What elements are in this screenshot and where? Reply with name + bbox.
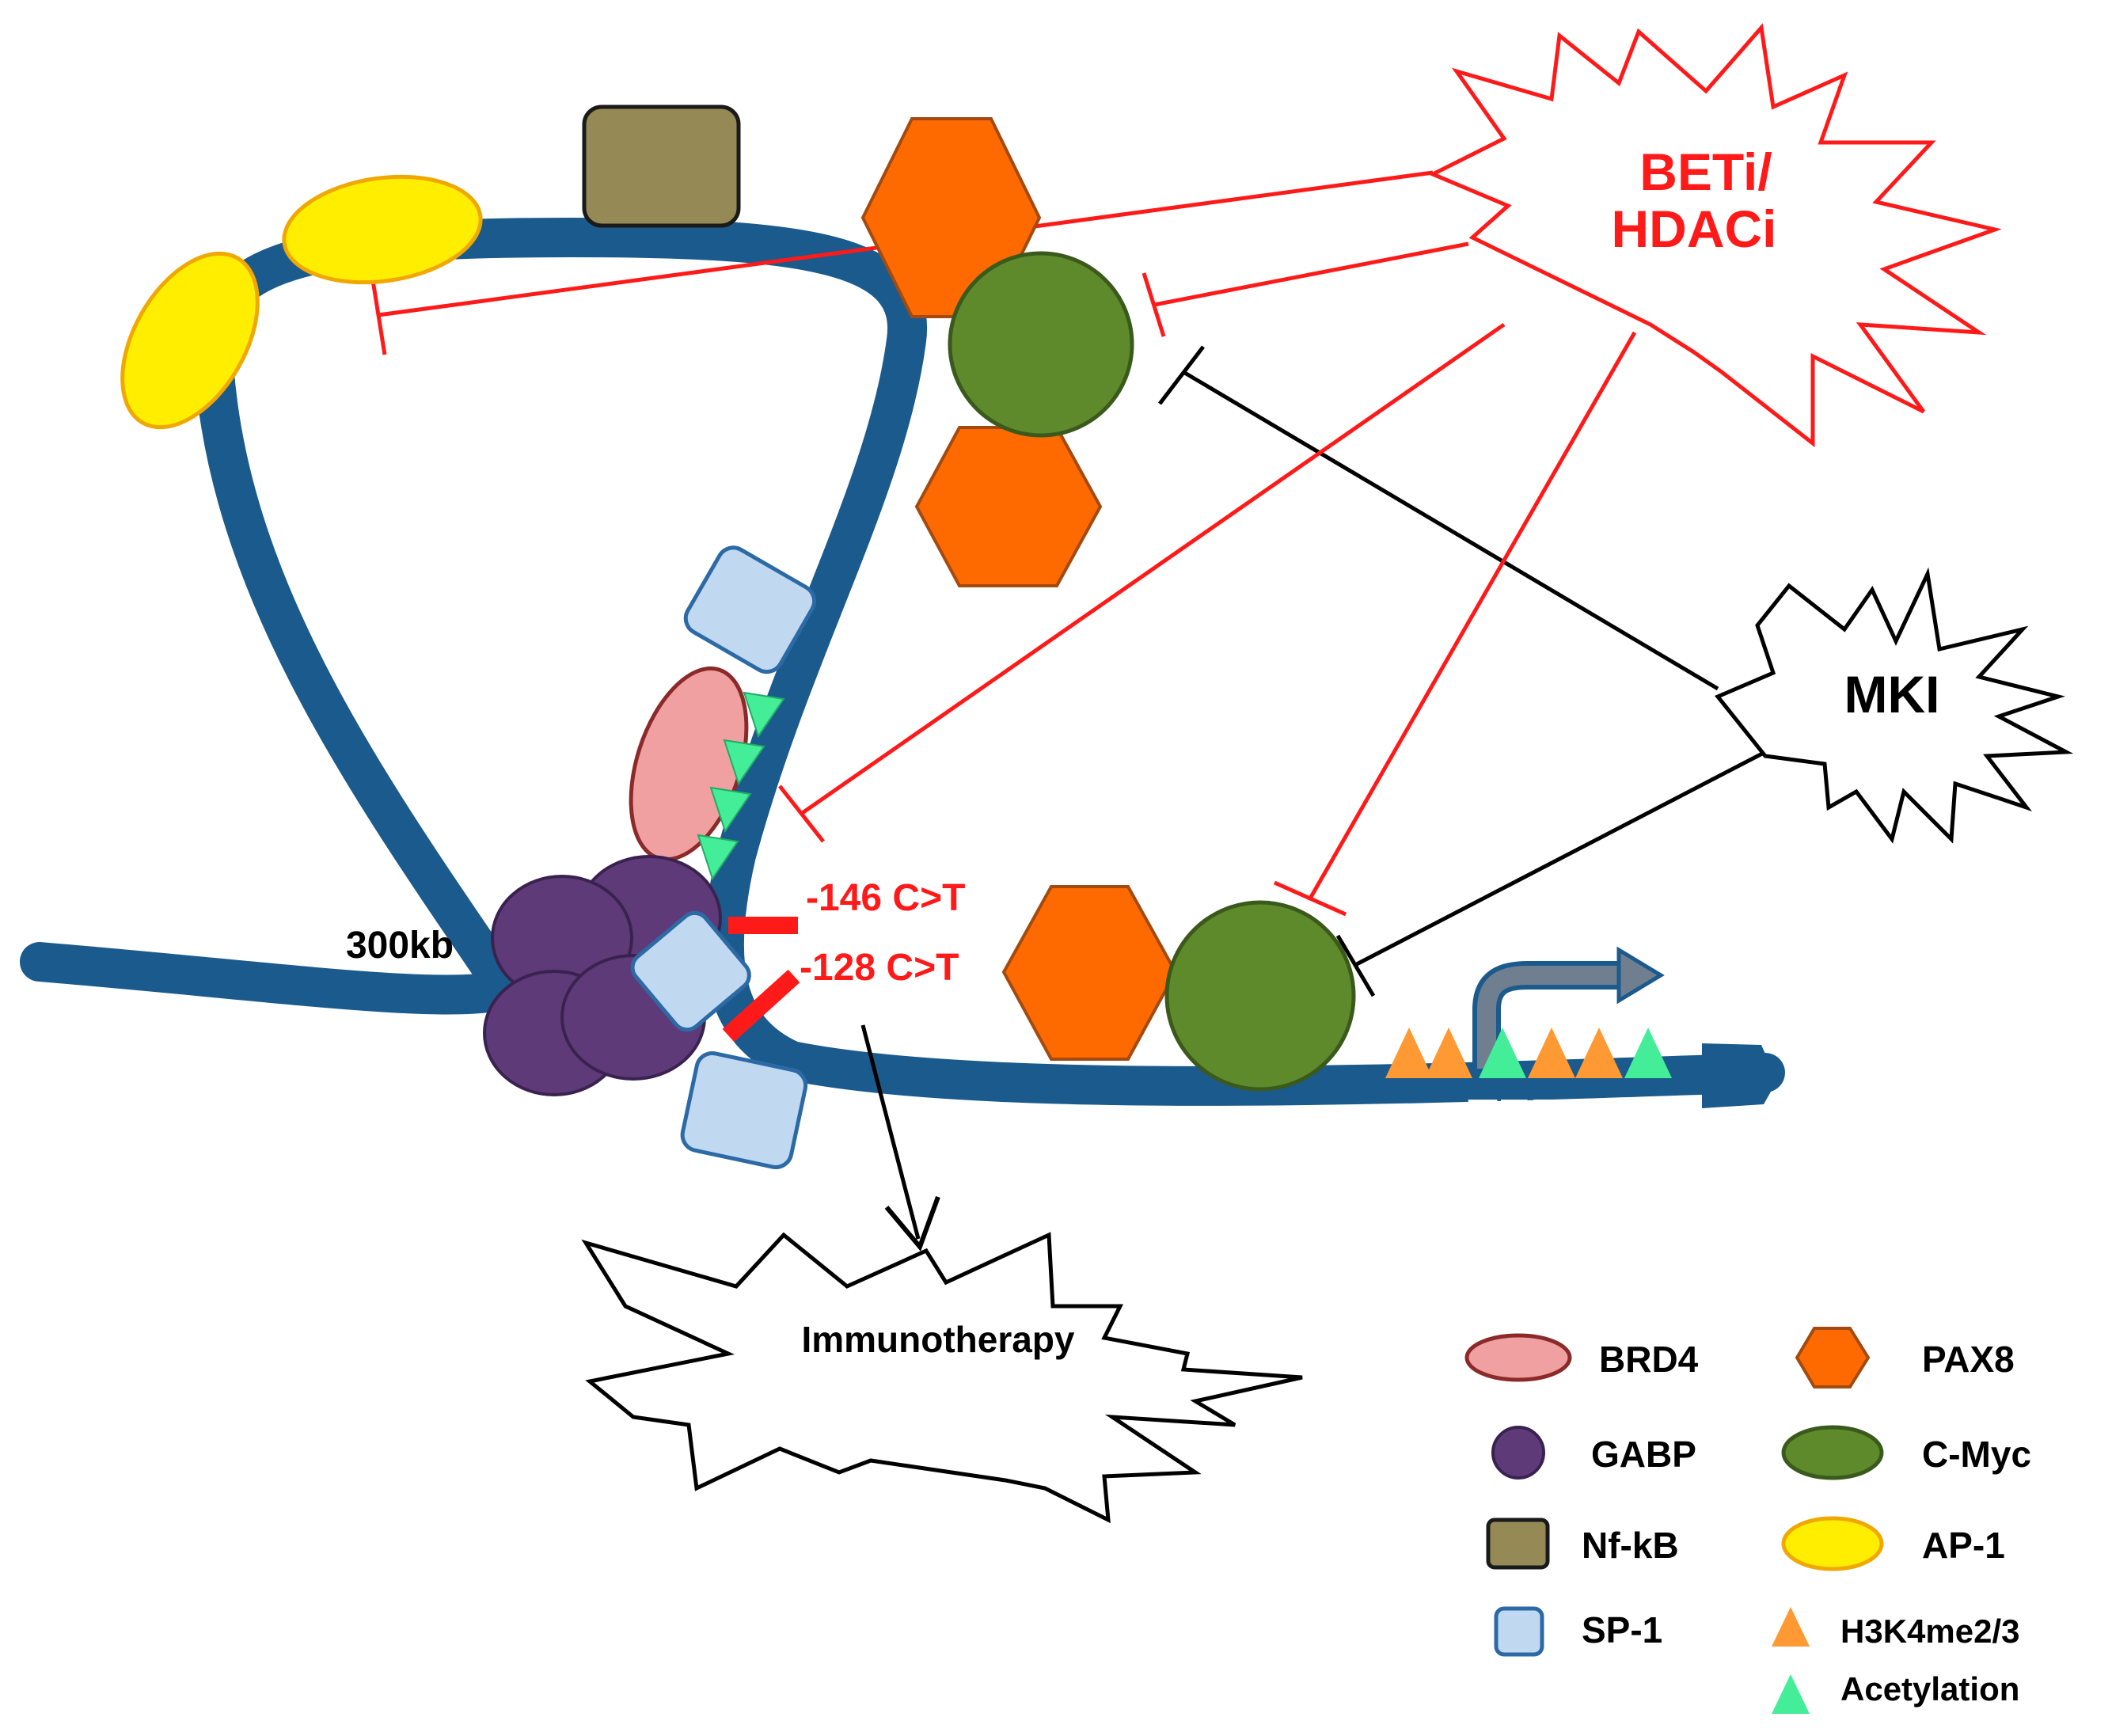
legend-ap1-swatch (1781, 1516, 1884, 1571)
legend-cmyc-label: C-Myc (1922, 1434, 2031, 1475)
legend-gabp-label: GABP (1591, 1434, 1696, 1475)
legend-ap1-label: AP-1 (1922, 1525, 2005, 1566)
legend-gabp-swatch (1491, 1426, 1545, 1480)
hdaci-label: HDACi (1612, 199, 1777, 258)
sp1-protein-top (683, 545, 817, 674)
legend: BRD4 PAX8 GABP C-Myc Nf-kB AP-1 SP-1 H3K… (1464, 1327, 2031, 1714)
legend-cmyc-swatch (1781, 1425, 1884, 1480)
mutation-to-immunotherapy-line (860, 1024, 921, 1240)
distance-label: 300kb (346, 925, 454, 967)
immunotherapy-arrowhead (884, 1195, 940, 1252)
mutation-128-label: -128 C>T (800, 947, 959, 989)
beti-to-brd4-bar (778, 784, 825, 843)
h3k4-mark (1385, 1028, 1433, 1078)
immunotherapy-label: Immunotherapy (801, 1319, 1074, 1360)
beti-label: BETi/ (1639, 142, 1772, 201)
mki-label: MKI (1844, 665, 1940, 724)
acetylation-mark (723, 739, 765, 786)
pax8-protein-middle (914, 426, 1103, 587)
beti-to-ap1-bar (370, 275, 387, 355)
legend-sp1-label: SP-1 (1582, 1609, 1662, 1651)
ap1-protein-right (282, 174, 483, 285)
pax8-protein-bottom (1001, 885, 1178, 1061)
mki-to-cmyc-bottom-bar (1335, 934, 1376, 997)
legend-pax8-swatch (1795, 1327, 1871, 1388)
h3k4-mark (1575, 1028, 1623, 1078)
legend-nfkb-swatch (1486, 1518, 1550, 1570)
legend-h3k4-label: H3K4me2/3 (1840, 1613, 2019, 1650)
acetylation-mark (1624, 1028, 1672, 1078)
ap1-protein-left (120, 251, 260, 430)
h3k4-mark (1425, 1028, 1472, 1078)
legend-pax8-label: PAX8 (1922, 1339, 2015, 1380)
beti-to-cmyc-bottom-line (1308, 331, 1637, 900)
sp1-protein-middle (630, 910, 751, 1032)
mki-to-cmyc-top-line (1182, 370, 1719, 691)
legend-brd4-label: BRD4 (1599, 1339, 1699, 1380)
acetylation-marks-loop (697, 691, 785, 881)
h3k4-mark (1528, 1028, 1575, 1078)
legend-h3k4-swatch (1772, 1607, 1810, 1647)
acetylation-mark (697, 834, 739, 881)
beti-to-brd4-line (800, 322, 1506, 816)
tert-histone-marks (1385, 1028, 1672, 1078)
nfkb-protein (582, 104, 741, 228)
mki-starburst: MKI (1714, 567, 2074, 844)
beti-hdaci-starburst: BETi/ HDACi (1428, 23, 2002, 448)
tert-gene-label: TERT (1468, 1090, 1596, 1145)
acetylation-mark (709, 786, 752, 834)
beti-to-cmyc-bar (1141, 272, 1166, 337)
beti-to-cmyc-line (1153, 241, 1469, 307)
mki-burst-shape (1714, 567, 2074, 844)
legend-nfkb-label: Nf-kB (1582, 1525, 1679, 1566)
legend-sp1-swatch (1494, 1606, 1544, 1657)
mki-to-cmyc-top-bar (1158, 345, 1205, 405)
mutation-146-marker (728, 917, 798, 934)
cmyc-protein-bottom (1164, 900, 1356, 1092)
dna-loop (20, 218, 1785, 1106)
immunotherapy-starburst: Immunotherapy (581, 1232, 1303, 1524)
cmyc-protein-top (948, 251, 1134, 438)
beti-to-cmyc-bottom-bar (1273, 880, 1347, 917)
immunotherapy-burst-shape (581, 1232, 1303, 1524)
beti-hdaci-burst-shape (1428, 23, 2002, 448)
mutation-146-label: -146 C>T (806, 877, 965, 919)
legend-acetylation-label: Acetylation (1840, 1670, 2019, 1708)
mki-inhibition-lines (860, 345, 1767, 1252)
acetylation-mark (1479, 1028, 1526, 1078)
legend-brd4-swatch (1464, 1333, 1572, 1382)
dna-arrow-end (1702, 1043, 1777, 1108)
sp1-protein-bottom (680, 1051, 808, 1169)
legend-acetylation-swatch (1772, 1674, 1810, 1714)
mki-to-cmyc-bottom-line (1352, 750, 1767, 968)
beti-inhibition-lines (370, 170, 1637, 917)
acetylation-mark (743, 691, 785, 739)
dna-strand (20, 218, 1785, 1106)
tert-arrowhead (1616, 946, 1665, 1005)
tert-transcription-arrow-fill (1477, 966, 1623, 1069)
mutation-128-marker (722, 969, 800, 1043)
